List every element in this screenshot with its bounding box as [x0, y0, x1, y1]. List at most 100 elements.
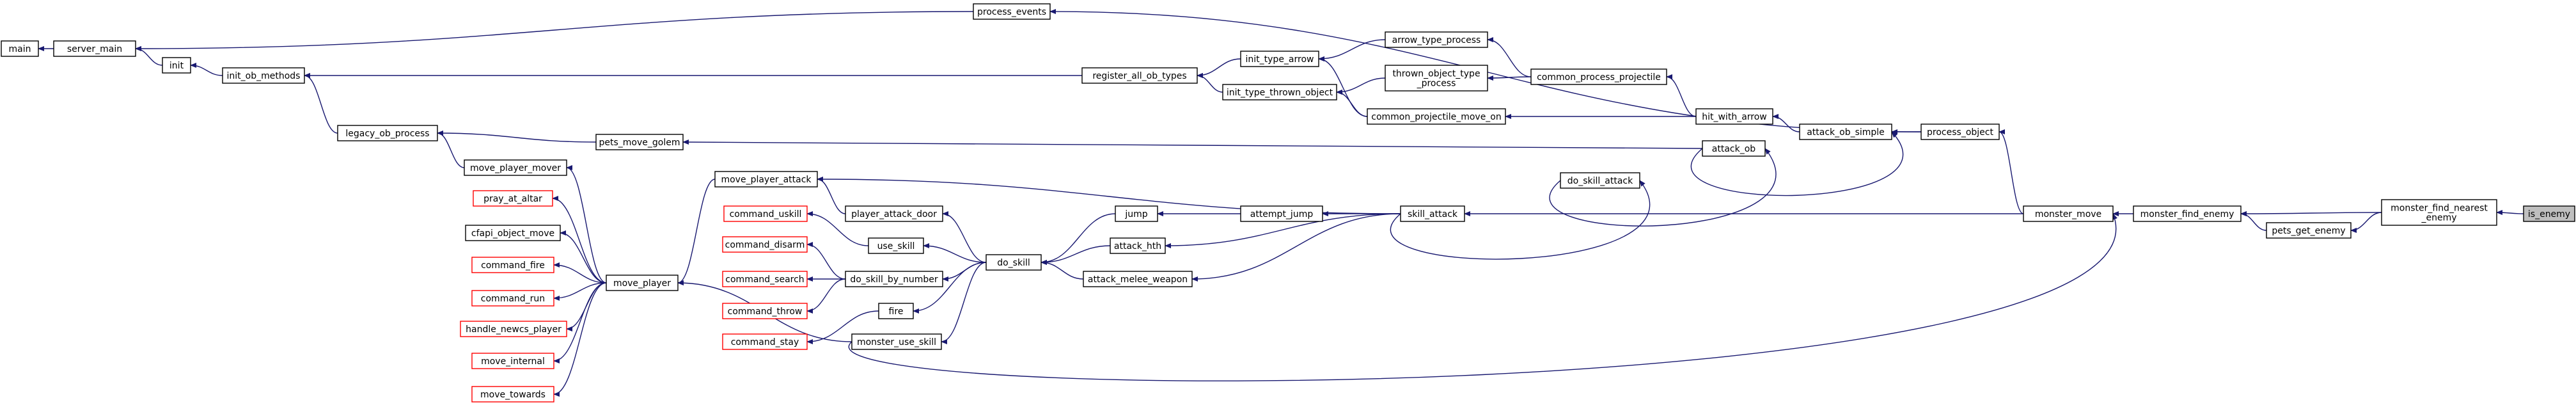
- node-server-main[interactable]: server_main: [53, 40, 136, 57]
- node-move-towards[interactable]: move_towards: [471, 386, 554, 403]
- node-box: [1367, 108, 1506, 125]
- node-command-disarm[interactable]: command_disarm: [722, 236, 808, 253]
- node-attack-melee-weapon[interactable]: attack_melee_weapon: [1083, 271, 1193, 287]
- node-box: [722, 236, 808, 253]
- node-init-type-thrown-object[interactable]: init_type_thrown_object: [1222, 84, 1337, 100]
- node-command-run[interactable]: command_run: [471, 290, 554, 307]
- node-move-player[interactable]: move_player: [606, 275, 679, 291]
- edge: [806, 211, 869, 246]
- node-thrown-object-type-process[interactable]: thrown_object_type_process: [1385, 65, 1488, 92]
- edge-do-skill-by-number-to-command-disarm: [806, 242, 846, 280]
- node-box: [1115, 205, 1158, 222]
- node-player-attack-door[interactable]: player_attack_door: [845, 205, 943, 222]
- node-attack-ob[interactable]: attack_ob: [1702, 140, 1766, 157]
- node-box: [2266, 222, 2352, 239]
- node-attempt-jump[interactable]: attempt_jump: [1240, 205, 1323, 222]
- edge-do-skill-attack-to-attack-ob: [1549, 148, 1777, 227]
- node-label: process_object: [1927, 127, 1993, 138]
- node-skill-attack[interactable]: skill_attack: [1400, 205, 1465, 222]
- node-label: arrow_type_process: [1392, 35, 1481, 45]
- node-legacy-ob-process[interactable]: legacy_ob_process: [337, 125, 438, 141]
- node-command-throw[interactable]: command_throw: [722, 303, 808, 319]
- node-do-skill-attack[interactable]: do_skill_attack: [1560, 172, 1640, 189]
- node-label: monster_find_nearest: [2391, 204, 2488, 214]
- node-fire[interactable]: fire: [878, 303, 914, 319]
- edge-pets-move-golem-to-legacy-ob-process: [437, 131, 597, 143]
- node-attack-ob-simple[interactable]: attack_ob_simple: [1799, 124, 1892, 140]
- node-label: do_skill_by_number: [850, 275, 938, 285]
- node-label: command_disarm: [725, 240, 805, 250]
- node-do-skill-by-number[interactable]: do_skill_by_number: [845, 271, 943, 287]
- edge-common-projectile-move-on-to-init-type-thrown-object: [1336, 90, 1368, 117]
- node-box: [1385, 65, 1488, 92]
- edge: [1197, 73, 1223, 93]
- node-process-object[interactable]: process_object: [1920, 124, 2000, 140]
- node-use-skill[interactable]: use_skill: [868, 237, 924, 254]
- node-move-internal[interactable]: move_internal: [471, 353, 554, 369]
- node-monster-use-skill[interactable]: monster_use_skill: [851, 333, 942, 350]
- node-label: legacy_ob_process: [345, 129, 429, 139]
- edge: [941, 262, 987, 344]
- edge: [806, 278, 846, 314]
- node-arrow-type-process[interactable]: arrow_type_process: [1385, 31, 1488, 48]
- node-label: move_player_attack: [721, 175, 812, 185]
- edges-layer: [38, 9, 2524, 397]
- edge: [1041, 260, 1084, 280]
- node-box: [337, 125, 438, 141]
- node-is-enemy[interactable]: is_enemy: [2523, 205, 2575, 222]
- node-attack-hth[interactable]: attack_hth: [1110, 237, 1166, 254]
- node-label: _process: [1417, 79, 1456, 89]
- node-box: [1240, 205, 1323, 222]
- node-init[interactable]: init: [162, 57, 191, 74]
- node-box: [845, 271, 943, 287]
- node-pets-get-enemy[interactable]: pets_get_enemy: [2266, 222, 2352, 239]
- edge-monster-move-to-process-object: [1999, 129, 2024, 214]
- node-box: [1, 40, 39, 57]
- node-handle-newcs-player[interactable]: handle_newcs_player: [460, 321, 567, 337]
- node-box: [714, 171, 818, 188]
- node-box: [1530, 68, 1667, 85]
- edge: [817, 177, 846, 214]
- node-monster-find-enemy[interactable]: monster_find_enemy: [2133, 205, 2242, 222]
- node-monster-move[interactable]: monster_move: [2023, 205, 2114, 222]
- node-do-skill[interactable]: do_skill: [986, 254, 1042, 271]
- edge: [2350, 212, 2382, 233]
- node-pray-at-altar[interactable]: pray_at_altar: [473, 190, 553, 207]
- node-command-uskill[interactable]: command_uskill: [723, 205, 808, 222]
- node-label: command_search: [725, 275, 804, 285]
- node-init-ob-methods[interactable]: init_ob_methods: [222, 67, 305, 84]
- edge-skill-attack-to-attack-melee-weapon: [1191, 213, 1401, 282]
- edge-attack-ob-simple-to-hit-with-arrow: [1772, 114, 1800, 132]
- edge: [682, 140, 1703, 149]
- node-move-player-attack[interactable]: move_player_attack: [714, 171, 818, 188]
- edge: [553, 282, 607, 363]
- node-box: [471, 386, 554, 403]
- node-common-projectile-move-on[interactable]: common_projectile_move_on: [1367, 108, 1506, 125]
- node-box: [471, 353, 554, 369]
- node-label: move_towards: [480, 390, 546, 400]
- node-command-search[interactable]: command_search: [722, 271, 808, 287]
- node-box: [1920, 124, 2000, 140]
- node-register-all-ob-types[interactable]: register_all_ob_types: [1081, 67, 1198, 84]
- node-box: [722, 303, 808, 319]
- node-command-stay[interactable]: command_stay: [722, 333, 808, 350]
- node-cfapi-object-move[interactable]: cfapi_object_move: [465, 225, 561, 241]
- edge: [1197, 58, 1241, 78]
- node-hit-with-arrow[interactable]: hit_with_arrow: [1695, 108, 1773, 125]
- node-jump[interactable]: jump: [1115, 205, 1158, 222]
- node-label: attack_ob: [1712, 144, 1756, 154]
- node-main[interactable]: main: [1, 40, 39, 57]
- node-process-events[interactable]: process_events: [973, 3, 1051, 20]
- node-pets-move-golem[interactable]: pets_move_golem: [595, 134, 684, 150]
- node-box: [986, 254, 1042, 271]
- node-move-player-mover[interactable]: move_player_mover: [464, 159, 567, 176]
- node-label: skill_attack: [1408, 209, 1458, 219]
- node-common-process-projectile[interactable]: common_process_projectile: [1530, 68, 1667, 85]
- node-command-fire[interactable]: command_fire: [471, 257, 554, 273]
- node-monster-find-nearest-enemy[interactable]: monster_find_nearest_enemy: [2381, 199, 2497, 226]
- node-label: attempt_jump: [1250, 209, 1314, 219]
- node-init-type-arrow[interactable]: init_type_arrow: [1240, 51, 1319, 67]
- node-label: attack_hth: [1114, 241, 1161, 251]
- node-label: common_process_projectile: [1537, 72, 1661, 83]
- edge: [553, 262, 607, 283]
